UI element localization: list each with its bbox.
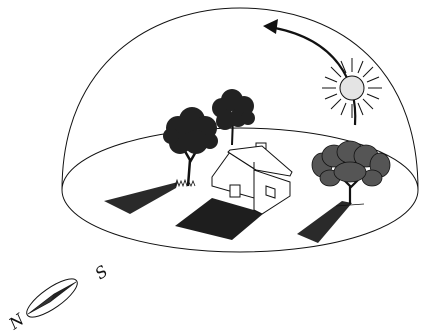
compass-north-label: N [5,309,29,334]
sun-icon [322,58,382,118]
arrow-icon [263,19,278,34]
compass-south-label: S [91,261,111,283]
compass-icon [22,273,83,324]
